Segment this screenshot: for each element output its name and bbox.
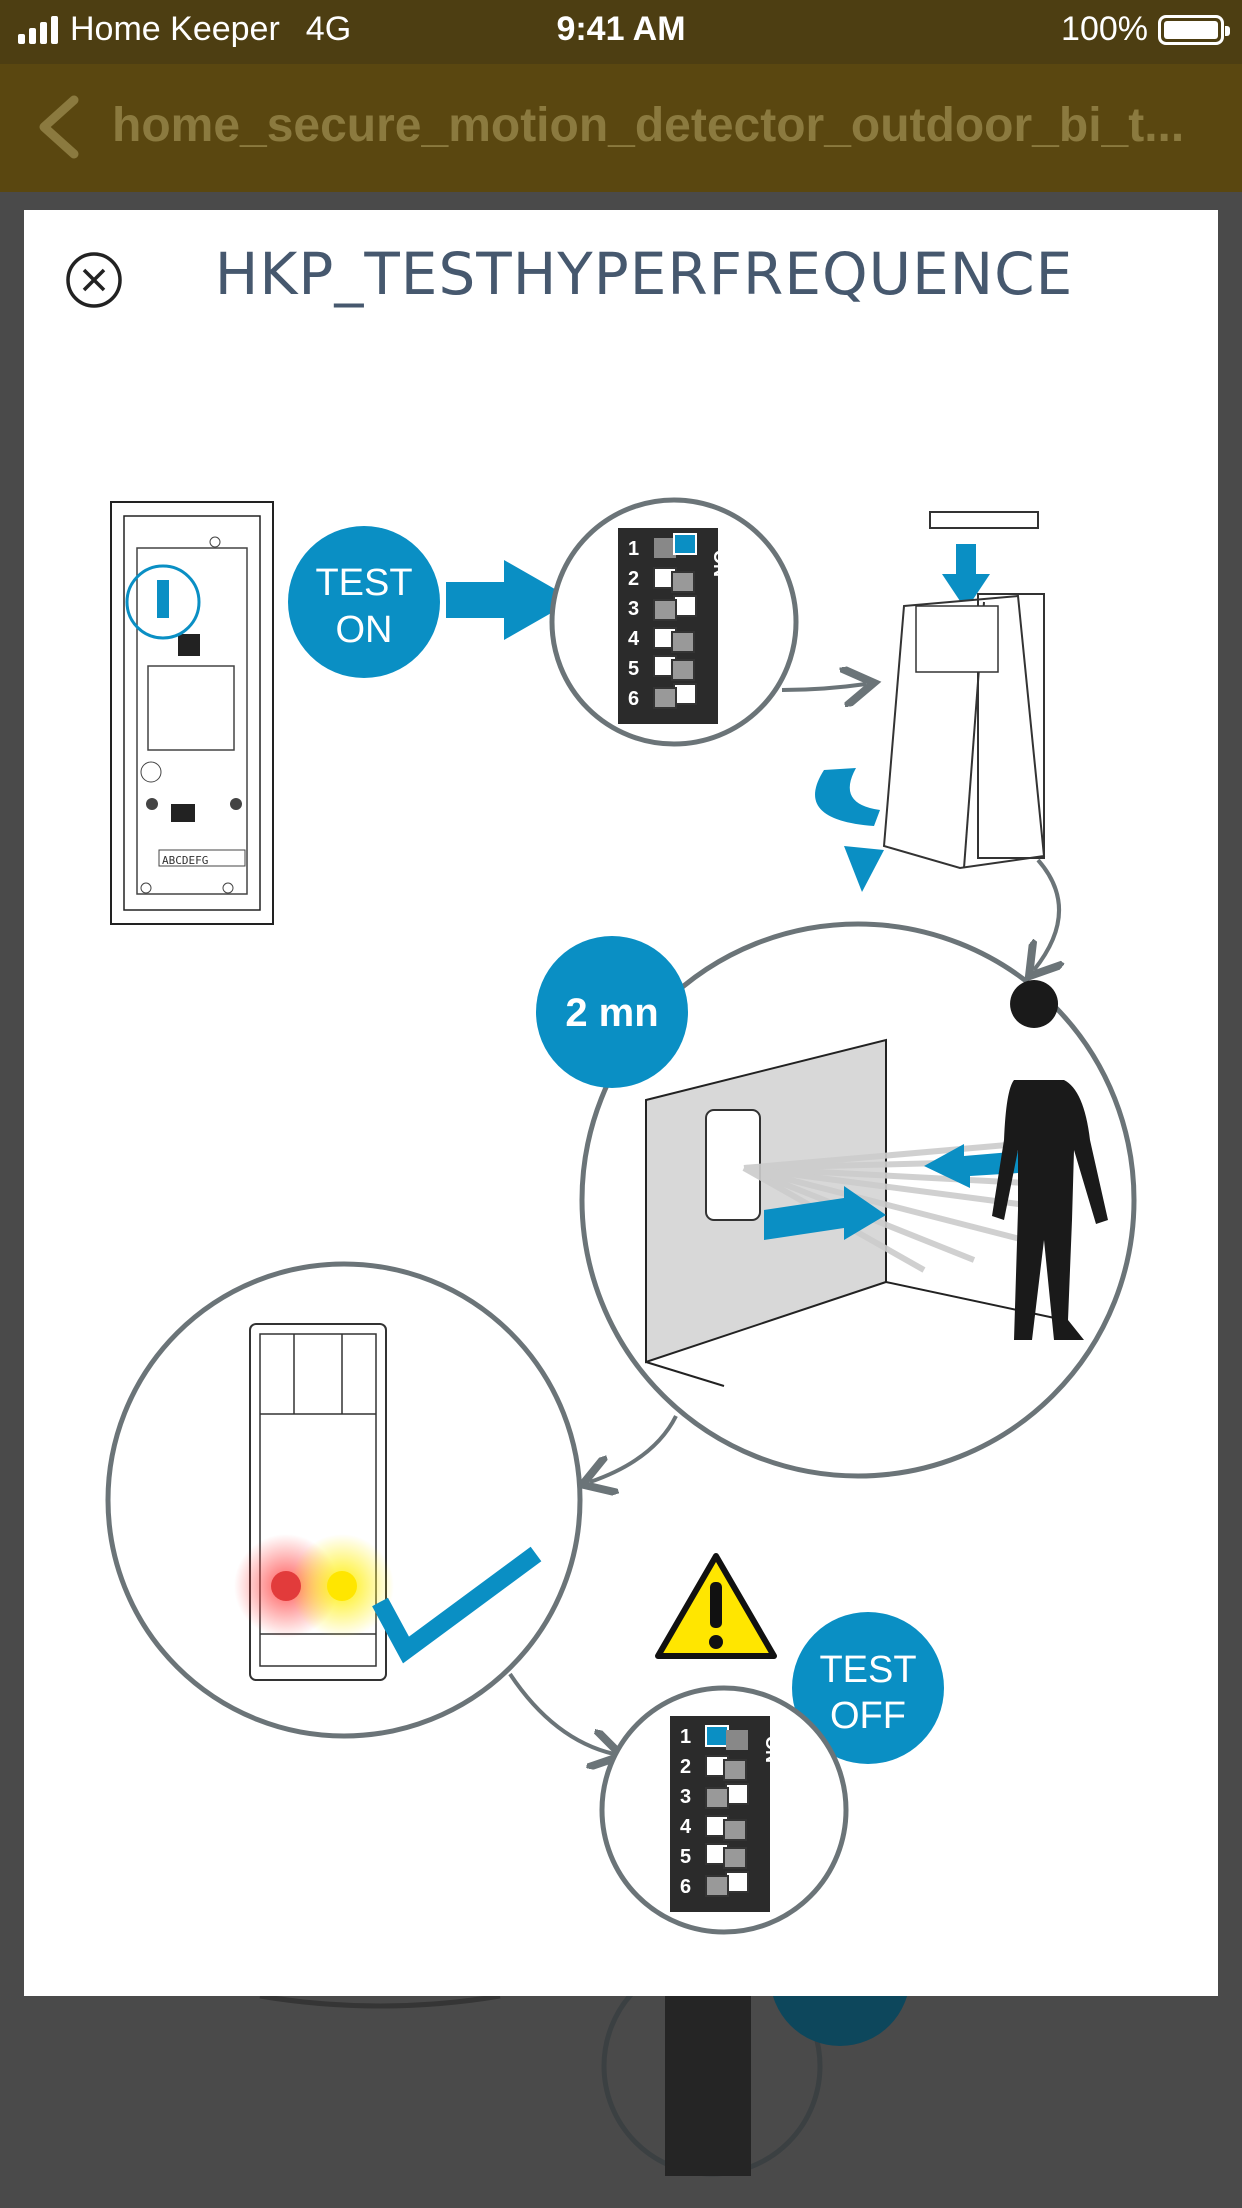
arrow-right-icon [446,560,574,640]
modal-title: HKP_TESTHYPERFREQUENCE [214,240,1074,308]
signal-icon [18,15,58,44]
duration-badge: 2 mn [536,936,688,1088]
terminal-letters: ABCDEFG [162,854,208,867]
switch-off-num-1: 1 [680,1726,691,1748]
status-right: 100% [1061,10,1230,49]
battery-icon [1158,14,1230,45]
switch-num-1: 1 [628,538,639,560]
status-bar: Home Keeper 4G 9:41 AM 100% [0,0,1242,64]
led-result-circle [105,1261,583,1739]
switch-off-on-label: ON [762,1736,782,1763]
switch-off-num-3: 3 [680,1786,691,1808]
switch-off-num-5: 5 [680,1846,691,1868]
battery-percent: 100% [1061,10,1148,48]
nav-bar: home_secure_motion_detector_outdoor_bi_t… [0,64,1242,192]
close-icon[interactable] [64,250,124,310]
detector-board: ABCDEFG [110,501,274,925]
switch-num-4: 4 [628,628,640,650]
status-time: 9:41 AM [556,10,686,48]
network-type: 4G [305,10,352,48]
test-off-badge: TEST OFF [792,1612,944,1764]
warning-icon [655,1553,777,1659]
duration-label: 2 mn [565,991,658,1035]
dip-switch-off-circle: ON 1 2 3 4 5 6 [599,1685,849,1935]
switch-off-num-4: 4 [680,1816,692,1838]
back-chevron-icon[interactable] [30,92,90,162]
test-on-line2: ON [336,609,393,651]
background-diagram-peek [259,1996,908,2177]
detector-cover-illustration [815,511,1046,892]
switch-num-3: 3 [628,598,639,620]
switch-num-6: 6 [628,688,639,710]
switch-num-2: 2 [628,568,639,590]
dip-switch-on-circle: ON 1 2 3 4 5 6 [549,497,799,747]
checkmark-icon [372,1546,542,1664]
switch-off-num-2: 2 [680,1756,691,1778]
carrier-name: Home Keeper [70,10,280,48]
person-silhouette-icon [992,980,1108,1340]
test-off-line1: TEST [819,1649,916,1691]
test-on-line1: TEST [315,562,412,604]
status-left: Home Keeper 4G [18,10,351,49]
switch-on-label: ON [710,550,730,577]
image-modal: HKP_TESTHYPERFREQUENCE ABCDEFG [24,210,1218,1996]
walk-test-circle [579,921,1137,1479]
test-on-badge: TEST ON [288,526,440,678]
test-off-line2: OFF [830,1695,906,1737]
installation-diagram: ABCDEFG TEST ON [105,497,1137,1935]
switch-off-num-6: 6 [680,1876,691,1898]
nav-title: home_secure_motion_detector_outdoor_bi_t… [112,99,1185,152]
switch-num-5: 5 [628,658,639,680]
red-led [271,1571,301,1601]
yellow-led [327,1571,357,1601]
